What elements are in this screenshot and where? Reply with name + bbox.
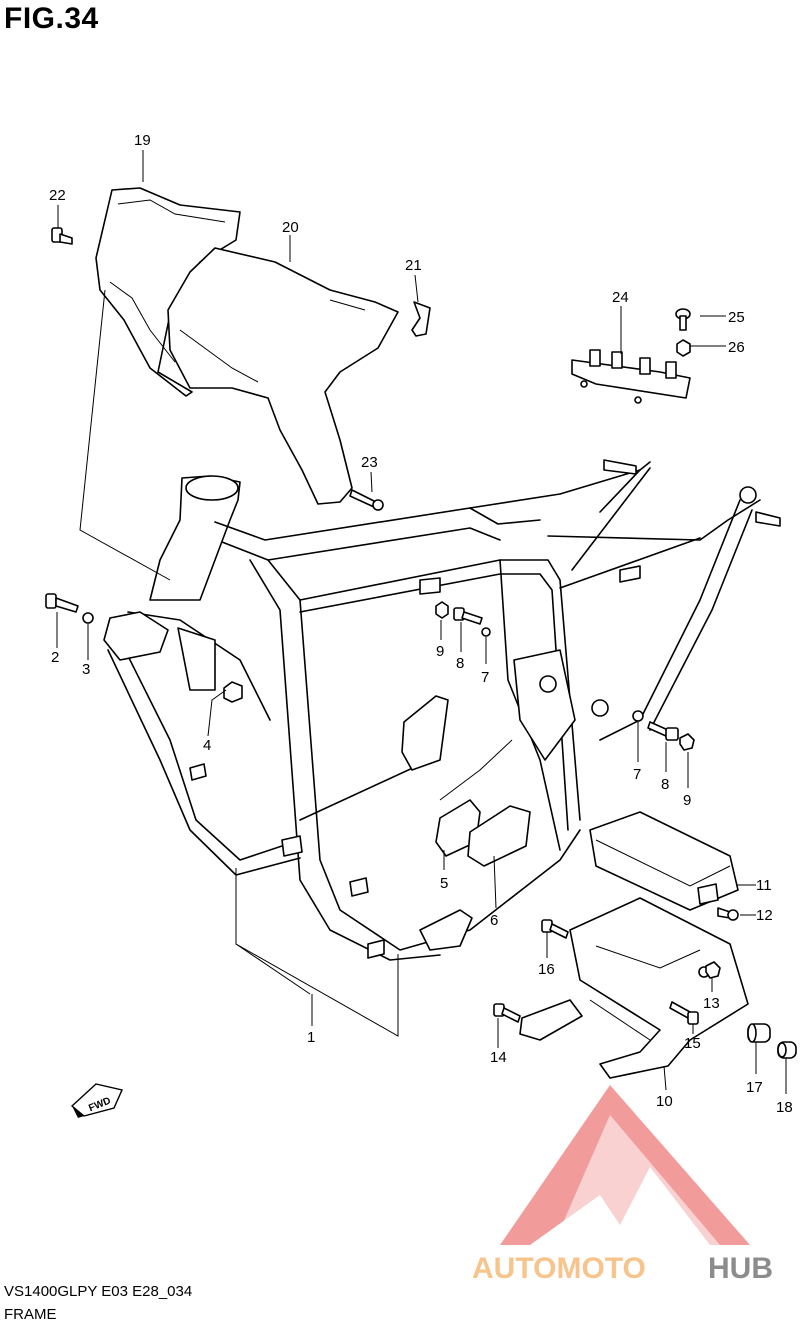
callout-9-lower: 9 [683, 792, 691, 809]
callout-labels: 19 22 20 21 24 25 26 23 2 3 4 9 8 7 7 8 … [49, 132, 793, 1116]
callout-9-upper: 9 [436, 643, 444, 660]
part-24-bracket [571, 349, 691, 404]
callout-5: 5 [440, 875, 448, 892]
part-8-bolt-lower [647, 721, 679, 741]
part-9-nut-upper [435, 601, 449, 619]
callout-16: 16 [538, 961, 555, 978]
part-4-nut [223, 681, 243, 703]
callout-7-upper: 7 [481, 669, 489, 686]
part-7-washer-upper [481, 627, 491, 637]
callout-21: 21 [405, 257, 422, 274]
section-name: FRAME [4, 1306, 57, 1323]
part-19-side-cover [95, 187, 241, 397]
callout-7-lower: 7 [633, 766, 641, 783]
watermark-logo-icon [500, 1085, 750, 1245]
callout-1: 1 [307, 1029, 315, 1046]
leader-lines [56, 150, 787, 1094]
watermark-brand-hub: HUB [708, 1252, 773, 1285]
callout-24: 24 [612, 289, 629, 306]
part-15-bolt [669, 1001, 699, 1025]
part-17-cushion [747, 1023, 771, 1043]
callout-13: 13 [703, 995, 720, 1012]
part-8-bolt-upper [453, 607, 483, 625]
callout-4: 4 [203, 737, 211, 754]
callout-18: 18 [776, 1099, 793, 1116]
callout-14: 14 [490, 1049, 507, 1066]
callout-10: 10 [656, 1093, 673, 1110]
callout-3: 3 [82, 661, 90, 678]
callout-26: 26 [728, 339, 745, 356]
part-16-bolt [541, 919, 569, 939]
part-7-washer-lower [632, 710, 644, 722]
part-1-main-frame [103, 459, 781, 961]
callout-17: 17 [746, 1079, 763, 1096]
part-25-screw [675, 308, 691, 331]
part-20-frame-cover [167, 247, 399, 505]
callout-12: 12 [756, 907, 773, 924]
forward-direction-arrow: FWD [70, 1083, 123, 1118]
callout-11: 11 [756, 877, 772, 894]
callout-23: 23 [361, 454, 378, 471]
part-23-bolt [349, 489, 384, 511]
part-21-clip [411, 301, 431, 337]
part-11-cover [589, 811, 739, 911]
callout-25: 25 [728, 309, 745, 326]
callout-8-upper: 8 [456, 655, 464, 672]
callout-6: 6 [490, 912, 498, 929]
part-14-bolt [493, 1003, 521, 1023]
part-12-screw [717, 907, 739, 921]
part-3-washer [82, 612, 94, 624]
callout-2: 2 [51, 649, 59, 666]
part-18-cushion [777, 1041, 797, 1059]
part-10-battery-holder [519, 897, 749, 1079]
model-code: VS1400GLPY E03 E28_034 [4, 1283, 193, 1300]
watermark-brand-automoto: AUTOMOTO [472, 1252, 646, 1285]
callout-8-lower: 8 [661, 776, 669, 793]
part-13-nut [705, 961, 721, 979]
callout-19: 19 [134, 132, 151, 149]
part-26-nut [676, 339, 691, 357]
automotohub-watermark: AUTOMOTO HUB [472, 1085, 773, 1285]
callout-22: 22 [49, 187, 66, 204]
callout-20: 20 [282, 219, 299, 236]
part-22-screw [51, 227, 73, 245]
callout-15: 15 [684, 1035, 701, 1052]
figure-title: FIG.34 [4, 2, 99, 35]
part-2-bolt [45, 593, 79, 613]
part-9-nut-lower [679, 733, 695, 751]
